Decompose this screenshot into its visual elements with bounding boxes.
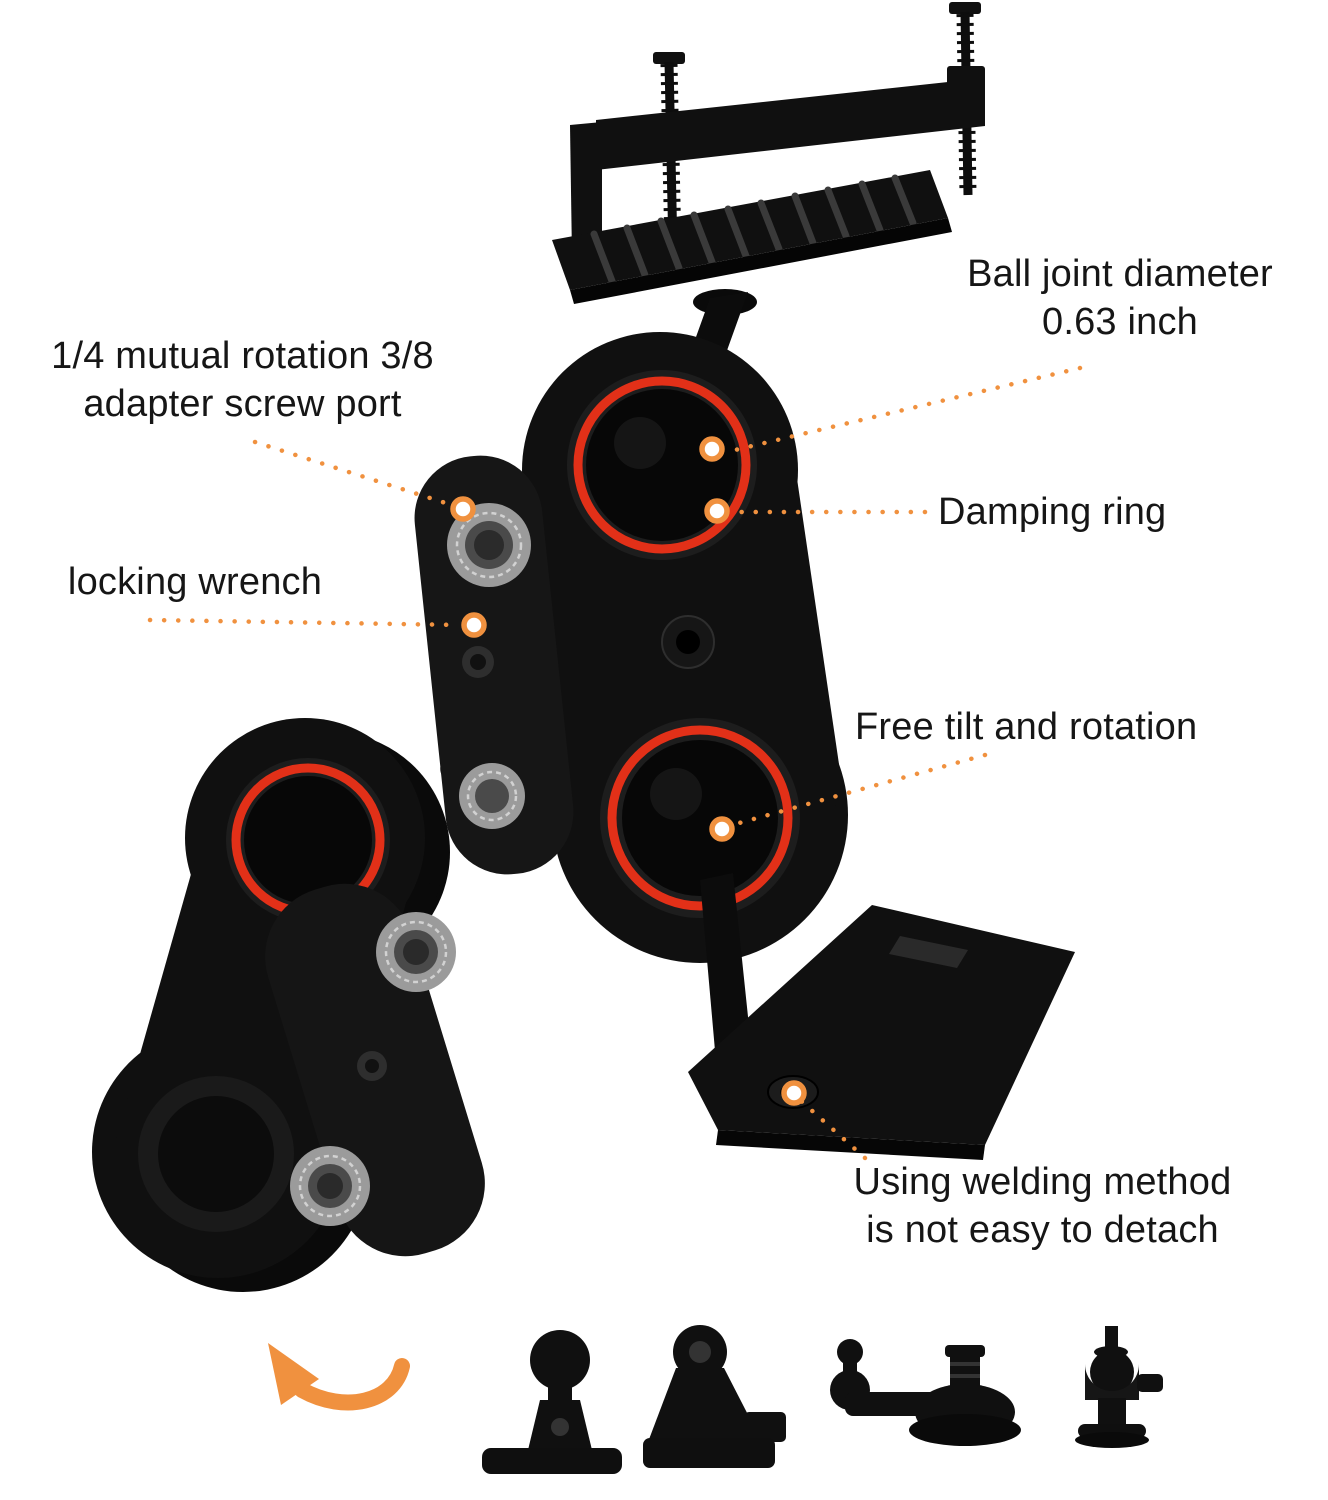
label-line: adapter screw port — [83, 383, 402, 425]
label-locking-wrench: locking wrench — [30, 558, 360, 606]
label-line: Free tilt and rotation — [855, 706, 1198, 748]
curved-arrow-icon — [268, 1343, 410, 1411]
detached-clamp-arm — [92, 718, 485, 1292]
ball-joint-marker — [699, 436, 725, 462]
label-ball-joint-diameter: Ball joint diameter 0.63 inch — [920, 250, 1320, 346]
leader-lines — [147, 365, 1083, 1161]
free-tilt-marker — [709, 816, 735, 842]
label-welding-method: Using welding method is not easy to deta… — [815, 1158, 1270, 1254]
label-line: Ball joint diameter — [967, 253, 1273, 295]
suction-cup-mount-icon — [830, 1339, 1021, 1446]
clip-mount-icon — [643, 1325, 786, 1468]
label-line: 0.63 inch — [1041, 301, 1199, 343]
main-double-ball-arm — [414, 332, 848, 963]
label-adapter-screw-port: 1/4 mutual rotation 3/8 adapter screw po… — [5, 332, 480, 428]
label-line: 1/4 mutual rotation 3/8 — [51, 335, 434, 377]
damping-ring-marker — [704, 498, 730, 524]
welding-marker — [781, 1080, 807, 1106]
label-line: is not easy to detach — [866, 1209, 1219, 1251]
adhesive-ball-mount-icon — [482, 1330, 622, 1474]
mini-ball-head-icon — [1075, 1326, 1163, 1448]
label-line: Damping ring — [938, 491, 1167, 533]
top-clamp — [552, 2, 985, 420]
label-free-tilt: Free tilt and rotation — [855, 703, 1197, 751]
screw-port-marker — [450, 496, 476, 522]
label-line: Using welding method — [853, 1161, 1232, 1203]
locking-wrench-marker — [461, 612, 487, 638]
label-damping-ring: Damping ring — [938, 488, 1166, 536]
label-line: locking wrench — [67, 561, 323, 603]
